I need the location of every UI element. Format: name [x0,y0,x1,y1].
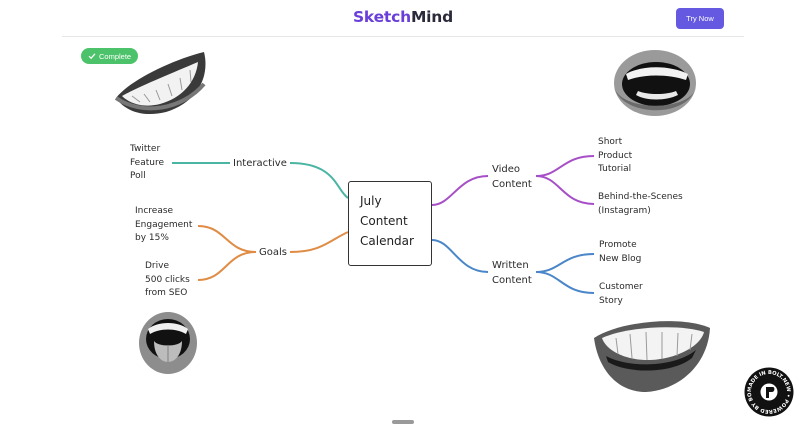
brand-part-2: Mind [410,8,454,26]
brand-part-1: Sketch [352,8,411,26]
wide-smile-mouth-illustration [594,321,710,392]
leaf-increase-engagement[interactable]: Increase Engagement by 15% [135,206,193,243]
connector-video-behind [535,175,595,205]
leaf-customer-story[interactable]: Customer Story [599,282,643,306]
connector-video-short [535,155,595,177]
branch-goals[interactable]: Goals [259,247,287,258]
connector-written-story [535,271,595,294]
status-badge-label: Complete [99,51,132,61]
brand-logo: SketchMind [353,8,453,26]
bolt-icon [760,383,778,401]
scroll-indicator[interactable] [392,420,414,424]
connector-engagement-goals [197,225,257,253]
leaf-twitter-poll[interactable]: Twitter Feature Poll [130,144,165,181]
center-node-label: July Content Calendar [360,194,414,248]
check-icon [88,53,96,60]
branch-written-content[interactable]: Written Content [492,260,532,286]
leaf-drive-clicks[interactable]: Drive 500 clicks from SEO [145,261,190,298]
connector-written-center [431,239,489,273]
center-node-box[interactable] [348,181,432,266]
open-mouth-illustration [614,50,696,116]
leaf-promote-blog[interactable]: Promote New Blog [599,240,642,264]
connector-goals-center [289,231,349,253]
top-bar: SketchMind Try Now [62,0,744,37]
bolt-badge[interactable]: MADE IN BOLT.NEW • POWERED BY BOLT.NEW • [744,367,794,417]
connector-video-center [431,175,489,206]
leaf-behind-the-scenes[interactable]: Behind-the-Scenes (Instagram) [598,192,683,216]
branch-interactive[interactable]: Interactive [233,158,287,169]
branch-video-content[interactable]: Video Content [492,164,532,190]
status-badge: Complete [81,48,139,64]
connector-written-blog [535,253,595,273]
leaf-short-tutorial[interactable]: Short Product Tutorial [598,137,633,174]
connector-interactive-center [289,162,349,199]
try-now-button[interactable]: Try Now [676,8,724,29]
tongue-out-mouth-illustration [139,312,197,374]
connector-drive-goals [197,251,257,281]
smile-mouth-illustration [114,52,206,115]
